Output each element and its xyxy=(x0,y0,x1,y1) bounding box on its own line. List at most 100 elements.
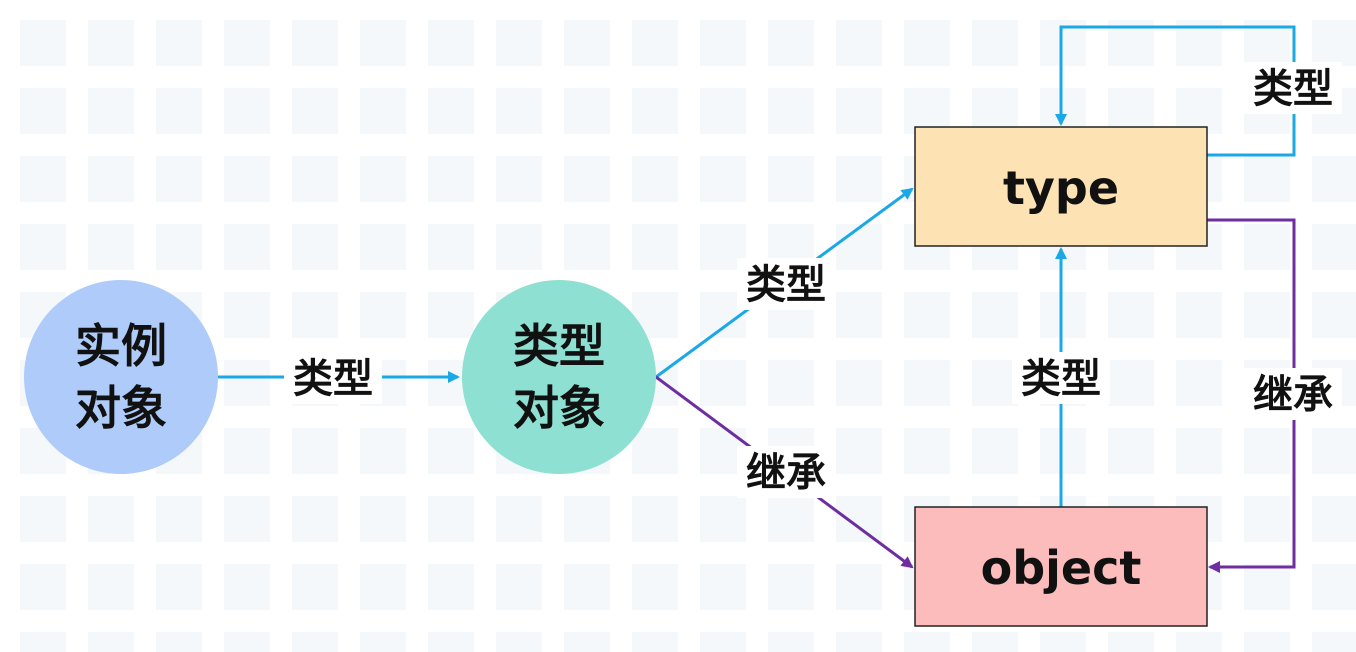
grid-cell xyxy=(496,224,542,270)
grid-cell xyxy=(360,20,406,66)
edge-type-self-loop xyxy=(1055,25,1296,157)
grid-cell xyxy=(292,156,338,202)
grid-cell xyxy=(360,156,406,202)
grid-cell xyxy=(360,428,406,474)
grid-cell xyxy=(428,88,474,134)
grid-cell xyxy=(1244,564,1290,610)
grid-cell xyxy=(1244,156,1290,202)
grid-cell xyxy=(292,88,338,134)
grid-cell xyxy=(156,564,202,610)
grid-cell xyxy=(224,88,270,134)
grid-cell xyxy=(156,632,202,652)
grid-cell xyxy=(292,292,338,338)
grid-cell xyxy=(88,632,134,652)
grid-cell xyxy=(156,20,202,66)
grid-cell xyxy=(1312,156,1356,202)
grid-cell xyxy=(632,156,678,202)
grid-cell xyxy=(768,360,814,406)
grid-cell xyxy=(292,496,338,542)
grid-cell xyxy=(972,428,1018,474)
grid-cell xyxy=(88,564,134,610)
grid-cell xyxy=(768,20,814,66)
grid-cell xyxy=(360,632,406,652)
grid-cell xyxy=(564,564,610,610)
grid-cell xyxy=(564,20,610,66)
edge-label-typeobject-type: 类型 xyxy=(746,262,826,308)
grid-cell xyxy=(88,88,134,134)
grid-cell xyxy=(836,496,882,542)
grid-cell xyxy=(564,88,610,134)
edge-label-bg xyxy=(284,352,382,404)
grid-cell xyxy=(1312,428,1356,474)
grid-cell xyxy=(836,224,882,270)
grid-cell xyxy=(496,20,542,66)
grid-cell xyxy=(224,224,270,270)
grid-cell xyxy=(360,292,406,338)
grid-cell xyxy=(768,156,814,202)
grid-cell xyxy=(292,20,338,66)
grid-cell xyxy=(496,632,542,652)
grid-cell xyxy=(1312,20,1356,66)
grid-cell xyxy=(632,428,678,474)
grid-cell xyxy=(224,156,270,202)
grid-cell xyxy=(836,360,882,406)
grid-cell xyxy=(768,564,814,610)
grid-cell xyxy=(632,632,678,652)
grid-cell xyxy=(88,156,134,202)
grid-cell xyxy=(224,564,270,610)
grid-cell xyxy=(1176,632,1222,652)
grid-cell xyxy=(836,292,882,338)
grid-cell xyxy=(428,496,474,542)
grid-cell xyxy=(700,496,746,542)
node-object-label: object xyxy=(981,541,1142,595)
grid-cell xyxy=(1312,632,1356,652)
grid-cell xyxy=(360,496,406,542)
grid-cell xyxy=(20,496,66,542)
grid-cell xyxy=(768,496,814,542)
node-typeobject-line1: 类型 xyxy=(513,319,605,373)
grid-cell xyxy=(428,292,474,338)
grid-cell xyxy=(496,88,542,134)
grid-cell xyxy=(428,428,474,474)
grid-cell xyxy=(1312,292,1356,338)
grid-cell xyxy=(224,632,270,652)
grid-cell xyxy=(836,564,882,610)
grid-cell xyxy=(156,224,202,270)
grid-cell xyxy=(972,360,1018,406)
grid-cell xyxy=(1040,632,1086,652)
grid-cell xyxy=(836,632,882,652)
grid-cell xyxy=(20,224,66,270)
grid-cell xyxy=(292,632,338,652)
node-instance-object: 实例 对象 xyxy=(24,280,218,474)
grid-cell xyxy=(292,224,338,270)
grid-cell xyxy=(700,20,746,66)
grid-cell xyxy=(1040,428,1086,474)
grid-cell xyxy=(1108,428,1154,474)
grid-cell xyxy=(564,156,610,202)
grid-cell xyxy=(428,632,474,652)
grid-cell xyxy=(360,88,406,134)
grid-cell xyxy=(632,224,678,270)
grid-cell xyxy=(224,496,270,542)
grid-cell xyxy=(904,428,950,474)
grid-cell xyxy=(564,496,610,542)
grid-cell xyxy=(632,496,678,542)
grid-cell xyxy=(360,224,406,270)
grid-cell xyxy=(836,428,882,474)
node-type: type xyxy=(914,126,1208,247)
grid-cell xyxy=(1312,564,1356,610)
edge-label-object-type: 类型 xyxy=(1021,356,1101,402)
grid-cell xyxy=(360,564,406,610)
edge-label-bg xyxy=(1012,352,1110,404)
grid-cell xyxy=(428,564,474,610)
grid-cell xyxy=(20,564,66,610)
grid-cell xyxy=(496,156,542,202)
grid-cell xyxy=(1176,360,1222,406)
grid-cell xyxy=(1244,224,1290,270)
grid-cell xyxy=(428,224,474,270)
grid-cell xyxy=(1040,292,1086,338)
grid-cell xyxy=(88,20,134,66)
edge-label-bg xyxy=(1244,62,1342,114)
grid-cell xyxy=(1244,632,1290,652)
